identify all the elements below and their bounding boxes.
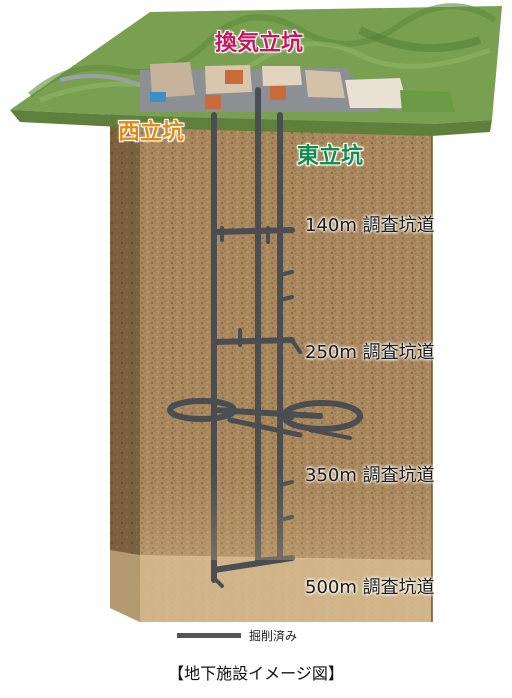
level-500m-label: 500m 調査坑道	[305, 577, 435, 598]
legend: 掘削済み	[177, 627, 297, 643]
level-350m-label: 350m 調査坑道	[305, 465, 435, 486]
rock-block-side	[110, 102, 140, 622]
east-shaft-label: 東立坑	[297, 144, 364, 169]
level-140m-label: 140m 調査坑道	[305, 215, 435, 236]
gallery-250m	[211, 337, 295, 345]
level-250m-label: 250m 調査坑道	[305, 342, 435, 363]
gallery-140m	[211, 227, 295, 235]
west-shaft-label: 西立坑	[118, 120, 185, 145]
figure-caption: 【地下施設イメージ図】	[168, 664, 344, 683]
legend-label: 掘削済み	[249, 628, 298, 643]
legend-line-swatch	[177, 632, 241, 638]
ventilation-shaft-label: 換気立坑	[215, 31, 304, 56]
